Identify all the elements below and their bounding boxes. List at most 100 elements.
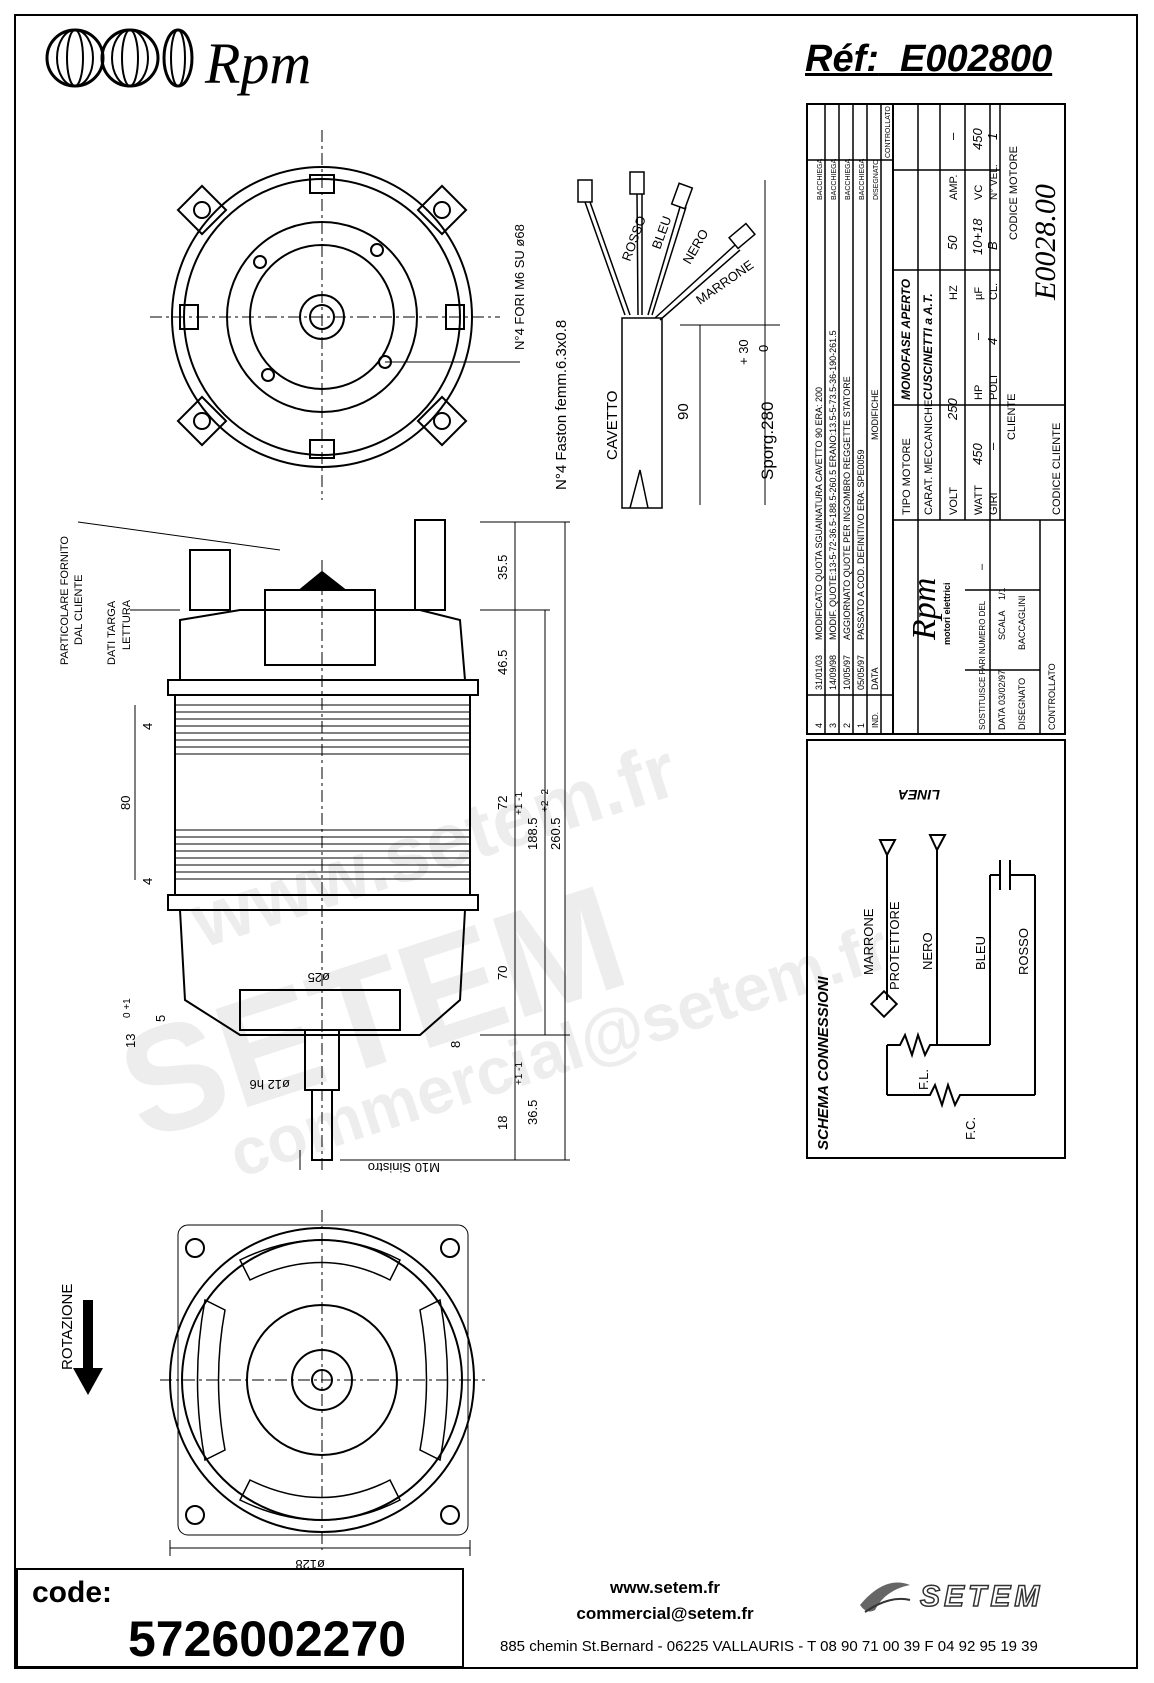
vc-value: 450	[970, 128, 985, 150]
rotation-label: ROTAZIONE	[59, 1284, 76, 1370]
nvel-value: 1	[985, 133, 1000, 140]
rev-2-n: 2	[842, 723, 852, 728]
ref-label: Réf:	[805, 38, 879, 80]
top-view	[150, 130, 520, 500]
schema-linea: LINEA	[898, 787, 940, 803]
tipo-motore-label: TIPO MOTORE	[901, 438, 913, 515]
dim-72: 72	[495, 796, 510, 810]
nvel-label: N° VEL.	[989, 164, 1000, 200]
drawing-labels: N°4 FORI M6 SU ø68 N°4 Faston femm.6.3x0…	[59, 214, 777, 1572]
side-view	[77, 519, 570, 1170]
code-box: code: 5726002270	[16, 1568, 464, 1668]
ref-number: Réf: E002800	[805, 38, 1052, 81]
bottom-view	[160, 1210, 485, 1556]
dim-4b: 4	[140, 878, 155, 885]
data-label: DATA	[997, 707, 1007, 730]
volt-value: 250	[945, 398, 960, 421]
rev-2-by: BACCHIEGA	[845, 158, 852, 200]
sporg-tol-zero: 0	[756, 345, 771, 352]
rpm-brand-small: Rpm	[906, 578, 943, 641]
scala-label: SCALA	[997, 610, 1007, 640]
uf-label: µF	[973, 287, 985, 300]
brand-logo: Rpm	[205, 31, 312, 96]
rpm-sub-small: motori elettrici	[942, 582, 952, 645]
rev-1-n: 1	[856, 723, 866, 728]
rev-1-text: PASSATO A COD. DEFINITIVO ERA: SPE0059	[856, 449, 866, 640]
sporg-tol-plus: + 30	[736, 339, 751, 365]
dim-12: ø12 h6	[250, 1077, 290, 1092]
dim-25: ø25	[308, 970, 330, 985]
code-value: 5726002270	[128, 1611, 407, 1667]
watt-label: WATT	[973, 485, 985, 515]
note-particolare-1: PARTICOLARE FORNITO	[59, 536, 71, 665]
rev-2-text: AGGIORNATO QUOTE PER INGOMBRO REGGETTE S…	[842, 376, 852, 640]
controllato-label: CONTROLLATO	[1047, 663, 1057, 730]
holes-note: N°4 FORI M6 SU ø68	[512, 224, 527, 350]
hz-label: HZ	[948, 285, 960, 300]
schema-fl: F.L.	[916, 1069, 931, 1090]
schema-fc: F.C.	[963, 1117, 978, 1140]
setem-swoosh-icon	[860, 1582, 911, 1613]
contact-block: www.setem.fr commercial@setem.fr	[520, 1575, 810, 1627]
dim-80: 80	[118, 796, 133, 810]
dim-188-tol: +1 -1	[514, 791, 525, 815]
rev-4-by: BACCHIEGA	[817, 158, 824, 200]
dim-188-5: 188.5	[525, 817, 540, 850]
schema-nero: NERO	[920, 932, 935, 970]
dim-13: 13	[123, 1034, 138, 1048]
data-value: 03/02/97	[997, 670, 1007, 705]
disegnato-label: DISEGNATO	[1017, 678, 1027, 730]
schema-marrone: MARRONE	[861, 908, 876, 975]
rev-3-by: BACCHIEGA	[831, 158, 838, 200]
rev-hdr-data: DATA	[870, 667, 880, 690]
wire-rosso-label: ROSSO	[619, 214, 649, 263]
dim-36-tol: +1 -1	[514, 1061, 525, 1085]
carat-value: CUSCINETTI a A.T.	[921, 293, 935, 400]
rev-2-date: 10/05/97	[842, 655, 852, 690]
note-dati-targa-1: DATI TARGA	[106, 600, 118, 665]
faston-note: N°4 Faston femm.6.3x0.8	[553, 320, 570, 490]
dim-m10: M10 Sinistro	[368, 1160, 440, 1175]
email-link[interactable]: commercial@setem.fr	[576, 1604, 754, 1623]
hp-label: HP	[973, 385, 985, 400]
hz-value: 50	[945, 235, 960, 250]
dim-18: 18	[495, 1116, 510, 1130]
carat-label: CARAT. MECCANICHE	[923, 400, 935, 515]
setem-brand: SETEM	[919, 1579, 1044, 1614]
cl-label: CL.	[988, 283, 1000, 300]
amp-label: AMP.	[948, 175, 960, 200]
dim-260-tol: +2 -2	[540, 788, 551, 812]
amp-value: –	[945, 132, 960, 140]
dim-46-5: 46.5	[495, 650, 510, 675]
rotation-arrow-icon	[73, 1300, 103, 1395]
poli-value: 4	[985, 338, 1000, 345]
drawing-frame	[14, 14, 1138, 1669]
rev-hdr-disegnato: DISEGNATO	[873, 159, 880, 200]
title-block-text: 4 31/01/03 MODIFICATO QUOTA SGUAINATURA …	[814, 106, 1063, 730]
hp-value: –	[970, 332, 985, 340]
giri-label: GIRI	[988, 492, 1000, 515]
wire-nero-label: NERO	[680, 226, 712, 266]
code-label: code:	[32, 1576, 113, 1609]
disegnato-value: BACCAGLINI	[1017, 595, 1027, 650]
rev-1-by: BACCHIEGA	[859, 158, 866, 200]
website-link[interactable]: www.setem.fr	[610, 1578, 720, 1597]
rev-3-n: 3	[828, 723, 838, 728]
wire-bleu-label: BLEU	[649, 214, 675, 251]
codice-motore-value: E0028.00	[1029, 184, 1062, 301]
rev-3-text: MODIF. QUOTE:13-5-72-36.5-188.5-260.5 ER…	[828, 330, 838, 640]
watt-value: 450	[970, 443, 985, 465]
note-dati-targa-2: LETTURA	[121, 599, 133, 650]
poli-label: POLI	[988, 375, 1000, 400]
dim-0: 0 +1	[122, 998, 133, 1018]
dim-70: 70	[495, 966, 510, 980]
rev-4-n: 4	[814, 723, 824, 728]
dim-260-5: 260.5	[548, 817, 563, 850]
schema-labels: SCHEMA CONNESSIONI LINEA MARRONE PROTETT…	[815, 787, 1031, 1150]
schema-rosso: ROSSO	[1016, 928, 1031, 975]
vc-label: VC	[973, 185, 985, 200]
title-block	[806, 103, 1066, 1159]
codice-cliente-label: CODICE CLIENTE	[1051, 423, 1063, 515]
schema-bleu: BLEU	[973, 936, 988, 970]
uf-value: 10+18	[970, 218, 985, 255]
